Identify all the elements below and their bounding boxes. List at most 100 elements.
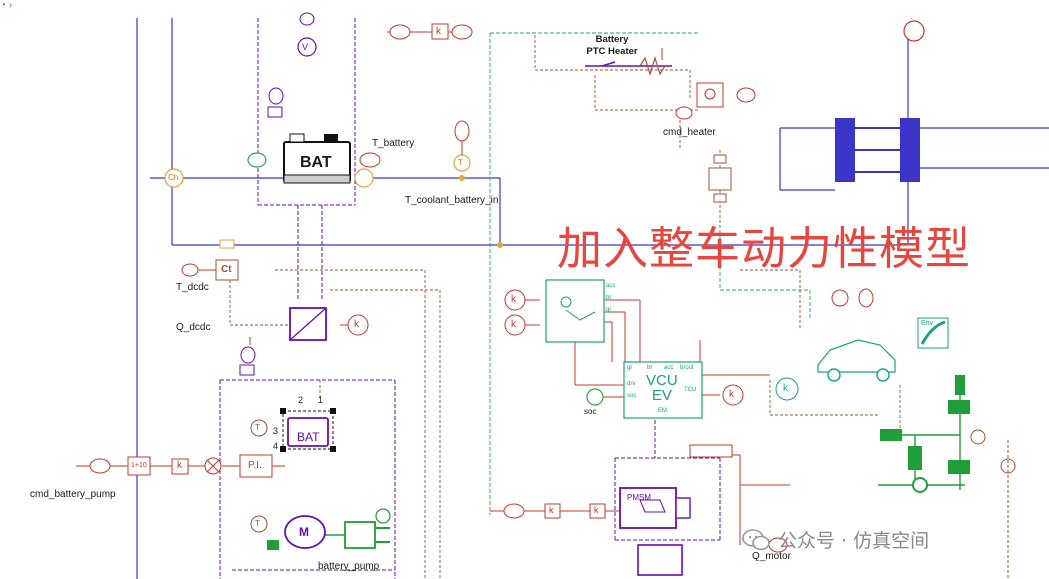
vcu-port-br: br <box>647 365 653 371</box>
wechat-icon <box>742 528 770 550</box>
top-signal-sink[interactable] <box>451 24 473 40</box>
vcu-ev-block[interactable] <box>623 361 703 419</box>
dcdc-gain-source[interactable] <box>347 314 369 336</box>
heater-signal-source[interactable] <box>736 87 756 103</box>
vehicle-gain-text: k <box>783 383 788 394</box>
pump-flow-sensor[interactable] <box>375 508 391 524</box>
driver-gain-2-text: k <box>511 319 516 330</box>
motor-temp-text: T <box>255 519 260 528</box>
pump-lookup-block[interactable] <box>127 456 151 476</box>
green-lines <box>489 32 811 515</box>
pmsm-gain-1[interactable] <box>544 503 561 519</box>
environment-block[interactable] <box>917 317 949 349</box>
battery-pump-label: battery_pump <box>318 561 380 572</box>
driver-gain-2[interactable] <box>504 314 526 336</box>
vcu-gain-source[interactable] <box>722 384 744 406</box>
pmsm-text: PMSM <box>627 493 651 502</box>
vcu-bus-splitter[interactable] <box>689 444 733 458</box>
vcu-port-brout: brout <box>680 365 694 371</box>
battery-main[interactable] <box>283 133 351 184</box>
vcu-port-tcu: TCU <box>684 387 697 393</box>
vcu-port-acc: acc <box>664 365 674 371</box>
cmd-heater-label: cmd_heater <box>663 127 716 138</box>
top-gain-block[interactable] <box>431 23 449 40</box>
pmsm-motor[interactable] <box>619 487 691 529</box>
voltmeter[interactable] <box>297 37 317 57</box>
pump-lookup-text: 1+10 <box>131 462 147 469</box>
bat2-port-2: 2 <box>298 395 304 405</box>
watermark-text: 公众号 · 仿真空间 <box>778 530 930 552</box>
top-right-port[interactable] <box>903 20 925 42</box>
energy-sensor-2-box <box>239 364 255 376</box>
motor-temp-sensor[interactable] <box>250 515 268 533</box>
ct-dcdc-top <box>219 239 235 249</box>
vcu-label: VCU EV <box>646 373 678 403</box>
energy-sensor-1[interactable] <box>268 87 284 105</box>
ptc-heater-label-line1: Battery <box>595 34 629 45</box>
t-dcdc-sensor[interactable] <box>181 263 199 277</box>
ct-dcdc-text: Ct <box>221 264 232 275</box>
t-battery-sensor[interactable] <box>359 152 381 168</box>
battery-pump[interactable] <box>344 521 390 549</box>
driver-block[interactable] <box>545 279 605 343</box>
pmsm-inverter[interactable] <box>637 544 683 576</box>
ch-text: Ch <box>168 173 179 182</box>
driver-gain-1[interactable] <box>504 289 526 311</box>
t-battery-label: T_battery <box>372 138 415 149</box>
coolant-temp-display[interactable] <box>454 120 470 142</box>
pmsm-gain-2-text: k <box>594 505 599 515</box>
cmd-battery-pump-source[interactable] <box>89 458 111 474</box>
driveline[interactable] <box>880 375 970 493</box>
driver-port-gl: gl <box>606 307 611 313</box>
vehicle-mass-sensor[interactable] <box>831 289 849 307</box>
heat-exchanger[interactable] <box>835 118 920 182</box>
ct-dcdc-block[interactable] <box>215 259 239 281</box>
coolant-lines <box>136 18 1049 579</box>
driveline-sensor-1[interactable] <box>970 429 986 445</box>
motor-text: M <box>299 525 309 539</box>
pump-summing-junction[interactable] <box>204 457 222 475</box>
battery-secondary[interactable] <box>280 408 336 452</box>
pmsm-signal-source[interactable] <box>503 503 525 519</box>
thermal-lines <box>229 35 901 579</box>
battery-left-connector[interactable] <box>247 152 267 168</box>
vcu-label-line1: VCU <box>646 372 678 389</box>
soc-sensor[interactable] <box>586 388 604 406</box>
watermark: 公众号 · 仿真空间 <box>742 526 929 553</box>
pmsm-gain-2[interactable] <box>589 503 606 519</box>
ch-block[interactable] <box>164 168 184 188</box>
battery-thermal-port[interactable] <box>354 168 374 188</box>
bat2-port-1: 1 <box>318 395 324 405</box>
ct-heater-block[interactable] <box>708 154 732 203</box>
pi-text: P.I. <box>248 460 262 471</box>
vcu-em-port: EM <box>658 408 667 414</box>
energy-sensor-2[interactable] <box>240 346 256 364</box>
vehicle-signal-sink[interactable] <box>858 288 874 308</box>
driver-port-br: br <box>606 295 612 301</box>
cmd-heater-source[interactable] <box>675 106 693 120</box>
dcdc-converter[interactable] <box>289 307 327 341</box>
pump-gain-block[interactable] <box>171 458 189 475</box>
vcu-port-drv: drv <box>627 381 636 387</box>
heater-lookup-block[interactable] <box>696 82 724 108</box>
cmd-battery-pump-label: cmd_battery_pump <box>30 489 116 500</box>
bat2-temp-sensor[interactable] <box>250 419 268 437</box>
pi-controller[interactable] <box>239 454 273 478</box>
voltmeter-text: V <box>302 42 309 52</box>
vehicle-model[interactable] <box>817 339 896 382</box>
vcu-port-gl: gl <box>627 365 632 371</box>
ptc-heater-label: Battery PTC Heater <box>578 34 646 58</box>
vcu-gain-text: k <box>729 389 734 400</box>
pump-motor[interactable] <box>267 515 326 550</box>
vehicle-gain-source[interactable] <box>775 377 799 401</box>
junction-1 <box>459 175 465 181</box>
top-signal-source[interactable] <box>389 24 411 40</box>
top-current-sensor[interactable] <box>299 12 315 26</box>
battery-secondary-text: BAT <box>297 430 320 444</box>
junction-2 <box>497 242 503 248</box>
q-motor-label: Q_motor <box>752 551 791 562</box>
driver-gain-1-text: k <box>511 294 516 305</box>
driver-port-acc: acc <box>606 283 616 289</box>
env-text: Env <box>921 320 934 327</box>
